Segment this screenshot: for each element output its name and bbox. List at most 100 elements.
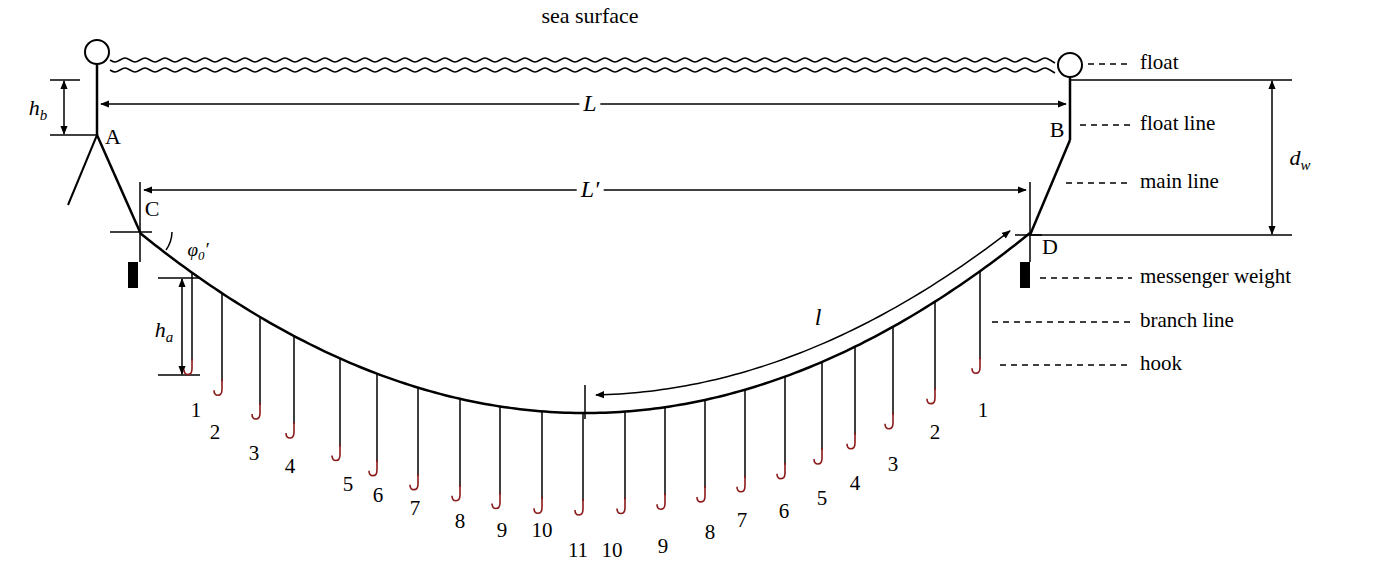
branch-line	[744, 390, 746, 478]
hook-symbol	[814, 448, 822, 464]
main-line	[68, 135, 97, 205]
angle-label: φ0′	[187, 240, 208, 260]
part-label: messenger weight	[1140, 265, 1291, 287]
hook-number: 6	[373, 484, 384, 506]
branch-line	[541, 411, 543, 499]
float-symbol	[85, 40, 109, 64]
subscript: w	[1301, 157, 1311, 173]
branch-with-hook	[534, 411, 542, 513]
angle-arc	[166, 232, 172, 250]
point-label: A	[105, 125, 121, 148]
hook-symbol	[410, 474, 418, 490]
hook-number: 2	[210, 421, 221, 443]
hook-number: 10	[602, 539, 623, 561]
dimension-arrow	[1271, 81, 1273, 234]
hook-number: 9	[658, 535, 669, 557]
branch-line	[582, 413, 584, 501]
branch-line	[934, 302, 936, 390]
branch-with-hook	[885, 327, 893, 429]
hook-number: 4	[850, 472, 861, 494]
hook-symbol	[452, 485, 460, 501]
branch-line	[854, 347, 856, 435]
hook-symbol	[657, 493, 665, 509]
branch-with-hook	[332, 358, 340, 460]
dimension-label: l	[815, 305, 822, 330]
hook-number: 4	[285, 455, 296, 477]
hook-symbol	[575, 499, 583, 515]
hook-number: 5	[343, 473, 354, 495]
branch-line	[459, 399, 461, 487]
branch-with-hook	[657, 407, 665, 509]
leader-line	[1000, 364, 1132, 365]
point-label: C	[145, 197, 160, 220]
branch-line	[417, 388, 419, 476]
dimension-tick	[1030, 234, 1292, 236]
sea-surface-waves	[110, 58, 1055, 73]
main-line	[1030, 140, 1070, 235]
hook-symbol	[492, 492, 500, 508]
leader-line	[1080, 124, 1132, 125]
branch-with-hook	[814, 362, 822, 464]
leader-line	[1088, 63, 1132, 64]
part-label: float line	[1140, 112, 1215, 134]
hook-symbol	[697, 486, 705, 502]
messenger-weight-symbol	[1020, 262, 1030, 288]
hook-number: 7	[737, 509, 748, 531]
hook-number: 6	[779, 500, 790, 522]
hook-symbol	[252, 403, 260, 419]
branch-line	[979, 271, 981, 359]
hook-number: 3	[888, 453, 899, 475]
branch-with-hook	[184, 273, 192, 375]
branch-with-hook	[214, 293, 222, 395]
dimension-label: hb	[29, 96, 47, 119]
branch-with-hook	[369, 374, 377, 476]
hook-symbol	[737, 476, 745, 492]
dimension-label: L′	[577, 177, 604, 202]
dimension-tick	[139, 182, 141, 262]
branch-line	[221, 293, 223, 381]
point-label: B	[1050, 118, 1065, 141]
branch-with-hook	[286, 336, 294, 438]
subscript: a	[166, 329, 173, 345]
branch-line	[821, 362, 823, 450]
main-line	[97, 135, 140, 232]
branch-with-hook	[927, 302, 935, 404]
messenger-weight-symbol	[128, 262, 138, 288]
hook-symbol	[972, 357, 980, 373]
wave-line	[110, 58, 1055, 63]
dimension-tick	[50, 79, 80, 81]
branch-line	[191, 273, 193, 361]
branch-with-hook	[452, 399, 460, 501]
branch-with-hook	[575, 413, 583, 515]
subscript: b	[40, 107, 47, 123]
subscript: 0	[198, 248, 204, 263]
branch-with-hook	[972, 271, 980, 373]
main-line-curve	[140, 231, 1030, 419]
hook-number: 8	[705, 521, 716, 543]
hook-symbol	[184, 359, 192, 375]
float-line	[1069, 77, 1072, 140]
dimension-label: ha	[155, 318, 173, 341]
hook-number: 8	[455, 510, 466, 532]
dimension-tick	[50, 134, 97, 136]
part-label: main line	[1140, 170, 1219, 192]
hook-number: 5	[817, 487, 828, 509]
hook-number: 2	[930, 421, 941, 443]
hook-symbol	[286, 422, 294, 438]
hook-symbol	[369, 460, 377, 476]
hook-number: 1	[978, 399, 989, 421]
dimension-label: dw	[1290, 146, 1311, 169]
node-crosshair	[110, 231, 152, 233]
branch-line	[704, 400, 706, 488]
hook-symbol	[214, 379, 222, 395]
branch-line	[376, 374, 378, 462]
hook-symbol	[777, 463, 785, 479]
branch-with-hook	[410, 388, 418, 490]
dimension-arrow	[181, 279, 183, 374]
hook-number: 10	[532, 519, 553, 541]
branch-line	[624, 412, 626, 500]
hook-symbol	[332, 444, 340, 460]
branch-line	[293, 336, 295, 424]
hook-number: 9	[497, 519, 508, 541]
